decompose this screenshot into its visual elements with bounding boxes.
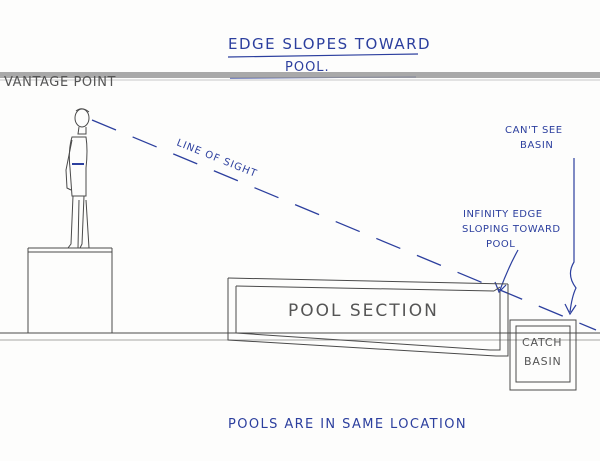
pool-section-label: POOL SECTION <box>288 301 439 321</box>
line-of-sight-label: LINE OF SIGHT <box>175 138 259 180</box>
vantage-point-label: VANTAGE POINT <box>4 75 116 90</box>
title-line-1: EDGE SLOPES TOWARD <box>228 35 431 53</box>
cant-see-pointer <box>569 158 577 313</box>
pool-section <box>227 277 509 357</box>
footer-note: POOLS ARE IN SAME LOCATION <box>228 417 467 432</box>
viewing-platform <box>27 247 113 333</box>
cant-see-label-line-2: BASIN <box>520 140 553 151</box>
cant-see-label-line-1: CAN'T SEE <box>505 125 563 136</box>
title-line-2: POOL. <box>285 60 330 75</box>
person-figure <box>65 108 90 249</box>
infinity-edge-arrowhead <box>494 281 507 294</box>
title-underline-1 <box>227 53 419 58</box>
catch-basin <box>509 319 577 391</box>
line-of-sight <box>91 119 597 331</box>
infinity-edge-pointer <box>499 249 519 291</box>
catch-basin-label-line-1: CATCH <box>522 336 562 349</box>
infinity-edge-label-line-2: SLOPING TOWARD <box>462 224 561 235</box>
horizon-band <box>0 72 600 78</box>
infinity-edge-label-line-3: POOL <box>486 239 515 250</box>
cant-see-arrowhead <box>564 303 577 316</box>
catch-basin-label-line-2: BASIN <box>524 355 562 368</box>
infinity-edge-label-line-1: INFINITY EDGE <box>463 209 543 220</box>
